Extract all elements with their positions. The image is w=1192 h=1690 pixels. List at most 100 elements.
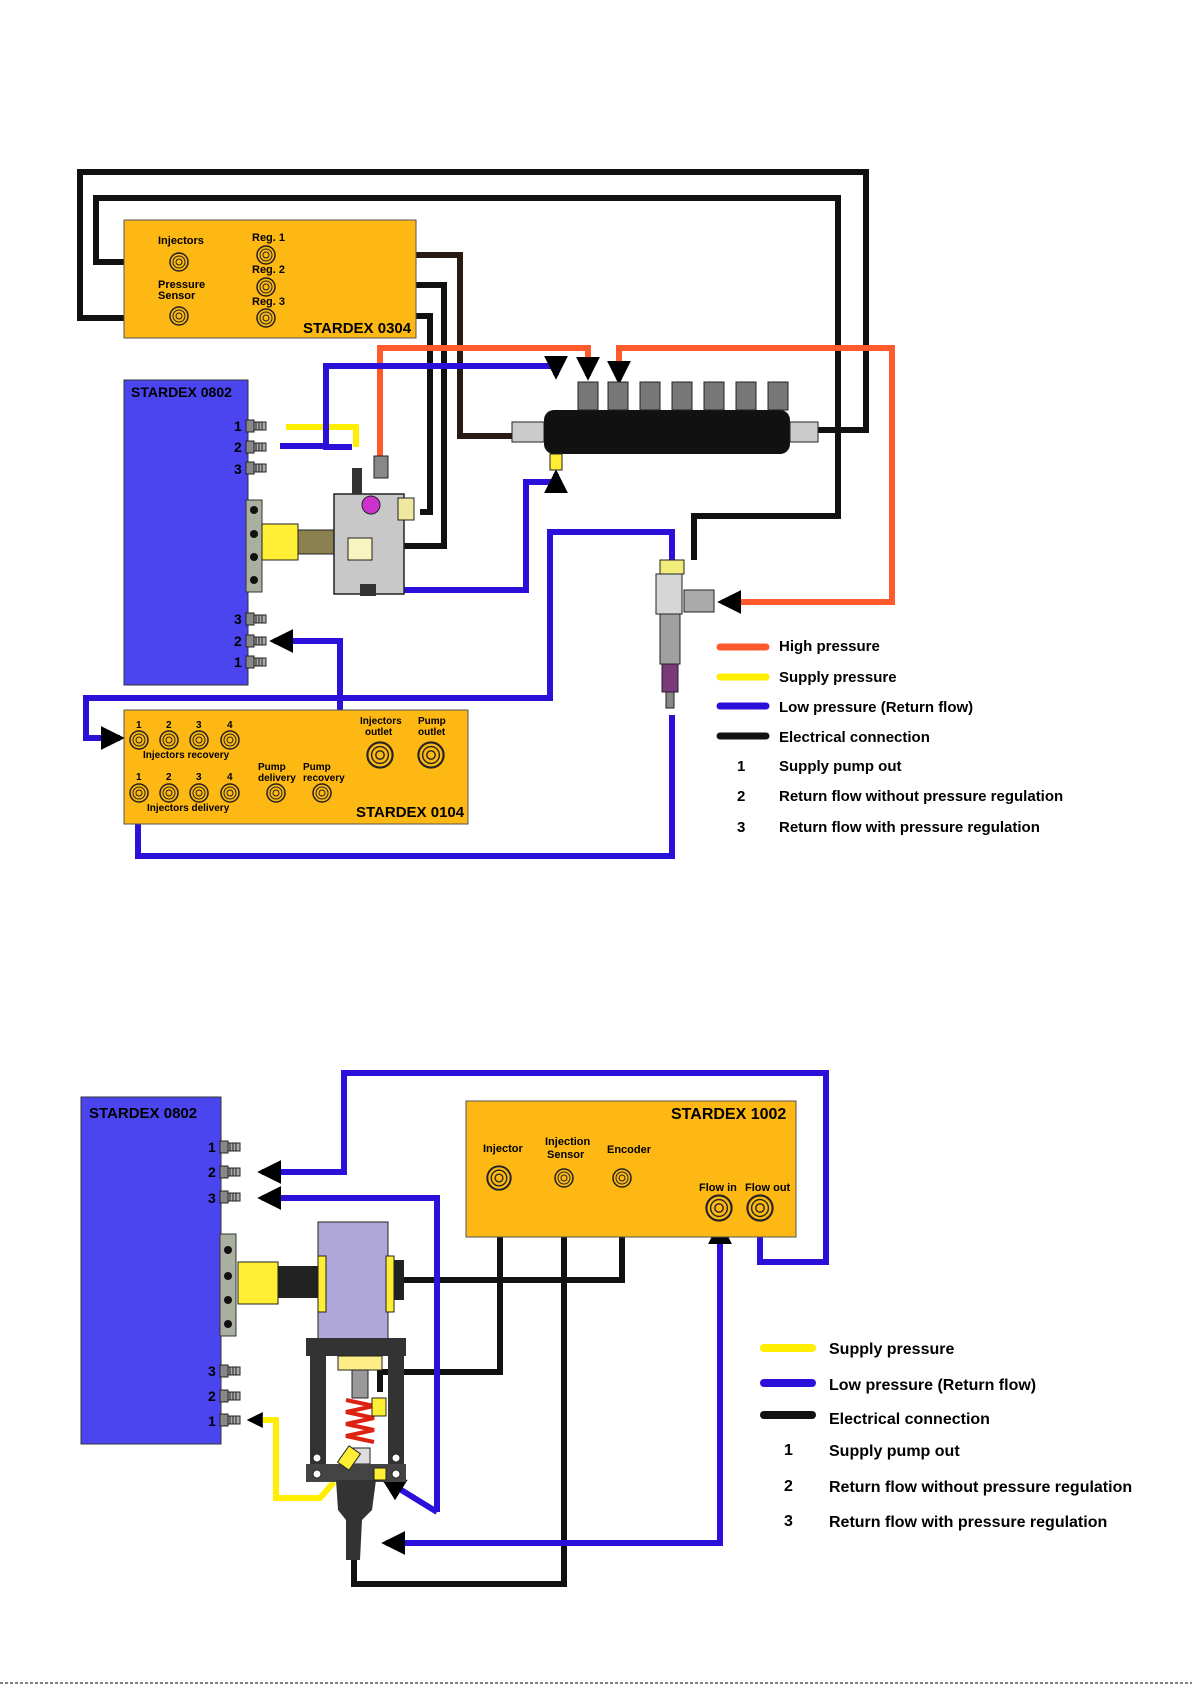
high-pressure-lines [377, 345, 895, 614]
stardex-0104-name: STARDEX 0104 [356, 804, 465, 821]
injectors-outlet-port [366, 741, 394, 769]
recovery-num: 2 [166, 720, 172, 731]
supply-pressure-lines [286, 424, 359, 447]
pump-outlet-port [417, 741, 445, 769]
injectors-recovery-label: Injectors recovery [143, 750, 230, 761]
recovery-port [189, 730, 209, 750]
legend-1: High pressure Supply pressure Low pressu… [716, 638, 1063, 836]
legend-key: 2 [784, 1478, 793, 1495]
recovery-port [129, 730, 149, 750]
flow-out-label: Flow out [745, 1182, 791, 1194]
common-rail [511, 381, 819, 471]
injector [655, 559, 715, 709]
pump-recovery-label-1: Pump [303, 762, 331, 773]
legend-label: Return flow without pressure regulation [829, 1479, 1132, 1496]
reg1-label: Reg. 1 [252, 232, 285, 244]
port-num: 2 [234, 633, 242, 649]
port-num: 1 [208, 1413, 216, 1429]
legend-key: 2 [737, 788, 745, 805]
stardex-0304-unit: Injectors Pressure Sensor Reg. 1 Reg. 2 … [123, 219, 417, 339]
high-pressure-pump [261, 455, 415, 596]
stardex-1002-name: STARDEX 1002 [671, 1106, 786, 1123]
delivery-port [189, 783, 209, 803]
injector-port [486, 1165, 512, 1191]
legend-key: 1 [737, 758, 745, 775]
delivery-port [220, 783, 240, 803]
fitting [245, 634, 267, 648]
stardex-0802-unit-top: STARDEX 0802 1 2 3 3 2 1 [123, 379, 267, 686]
port-num: 3 [234, 461, 242, 477]
reg2-label: Reg. 2 [252, 264, 285, 276]
injection-sensor-label-1: Injection [545, 1136, 591, 1148]
low-pressure-lines-2 [257, 1070, 829, 1555]
pressure-sensor-label-1: Pressure [158, 279, 205, 291]
legend-label: Return flow with pressure regulation [779, 819, 1040, 836]
diagram-2: STARDEX 0802 1 2 3 3 2 1 [80, 1070, 1132, 1587]
diagram-1: Injectors Pressure Sensor Reg. 1 Reg. 2 … [77, 169, 1063, 859]
injectors-outlet-label-2: outlet [365, 727, 393, 738]
fitting [245, 461, 267, 475]
pressure-sensor-label-2: Sensor [158, 290, 196, 302]
delivery-port [129, 783, 149, 803]
legend-label: Supply pressure [779, 669, 897, 686]
reg3-label: Reg. 3 [252, 296, 285, 308]
stardex-0802-unit-bottom: STARDEX 0802 1 2 3 3 2 1 [80, 1096, 241, 1445]
pump-recovery-label-2: recovery [303, 773, 345, 784]
port-num: 2 [234, 439, 242, 455]
injectors-delivery-label: Injectors delivery [147, 803, 230, 814]
stardex-1002-unit: STARDEX 1002 Injector Injection Sensor E… [465, 1100, 797, 1238]
injectors-label: Injectors [158, 235, 204, 247]
fitting [245, 440, 267, 454]
fitting [219, 1140, 241, 1154]
legend-label: High pressure [779, 638, 880, 655]
fitting [245, 612, 267, 626]
flow-out-port [746, 1194, 774, 1222]
delivery-num: 3 [196, 772, 202, 783]
legend-label: Low pressure (Return flow) [829, 1377, 1036, 1394]
recovery-port [159, 730, 179, 750]
delivery-port [159, 783, 179, 803]
legend-key: 3 [737, 819, 745, 836]
encoder-port [612, 1168, 632, 1188]
fitting [245, 655, 267, 669]
port-num: 1 [208, 1139, 216, 1155]
delivery-num: 2 [166, 772, 172, 783]
stardex-0304-name: STARDEX 0304 [303, 320, 412, 337]
legend-label: Electrical connection [829, 1411, 990, 1428]
stardex-0802-name: STARDEX 0802 [89, 1105, 197, 1122]
pump-outlet-label-1: Pump [418, 716, 446, 727]
injectors-outlet-label-1: Injectors [360, 716, 402, 727]
fitting [219, 1413, 241, 1427]
reg2-port [256, 277, 276, 297]
recovery-port [220, 730, 240, 750]
legend-label: Return flow with pressure regulation [829, 1514, 1107, 1531]
injection-sensor-port [554, 1168, 574, 1188]
injection-sensor-label-2: Sensor [547, 1149, 585, 1161]
pump-outlet-label-2: outlet [418, 727, 446, 738]
recovery-num: 4 [227, 720, 233, 731]
injectors-port [169, 252, 189, 272]
fitting [219, 1364, 241, 1378]
legend-2: Supply pressure Low pressure (Return flo… [760, 1341, 1132, 1531]
port-num: 2 [208, 1388, 216, 1404]
injector-label: Injector [483, 1143, 523, 1155]
port-num: 3 [234, 611, 242, 627]
pump-delivery-port [266, 783, 286, 803]
legend-label: Low pressure (Return flow) [779, 699, 973, 716]
port-num: 1 [234, 654, 242, 670]
delivery-num: 4 [227, 772, 233, 783]
pump-delivery-label-1: Pump [258, 762, 286, 773]
legend-label: Supply pump out [829, 1443, 960, 1460]
legend-key: 3 [784, 1513, 793, 1530]
encoder-label: Encoder [607, 1144, 652, 1156]
reg3-port [256, 308, 276, 328]
fitting [219, 1190, 241, 1204]
reg1-port [256, 245, 276, 265]
legend-label: Electrical connection [779, 729, 930, 746]
delivery-num: 1 [136, 772, 142, 783]
stardex-0104-unit: 1 2 3 4 Injectors recovery 1 2 3 4 Injec… [123, 709, 469, 825]
flow-in-port [705, 1194, 733, 1222]
legend-key: 1 [784, 1442, 793, 1459]
